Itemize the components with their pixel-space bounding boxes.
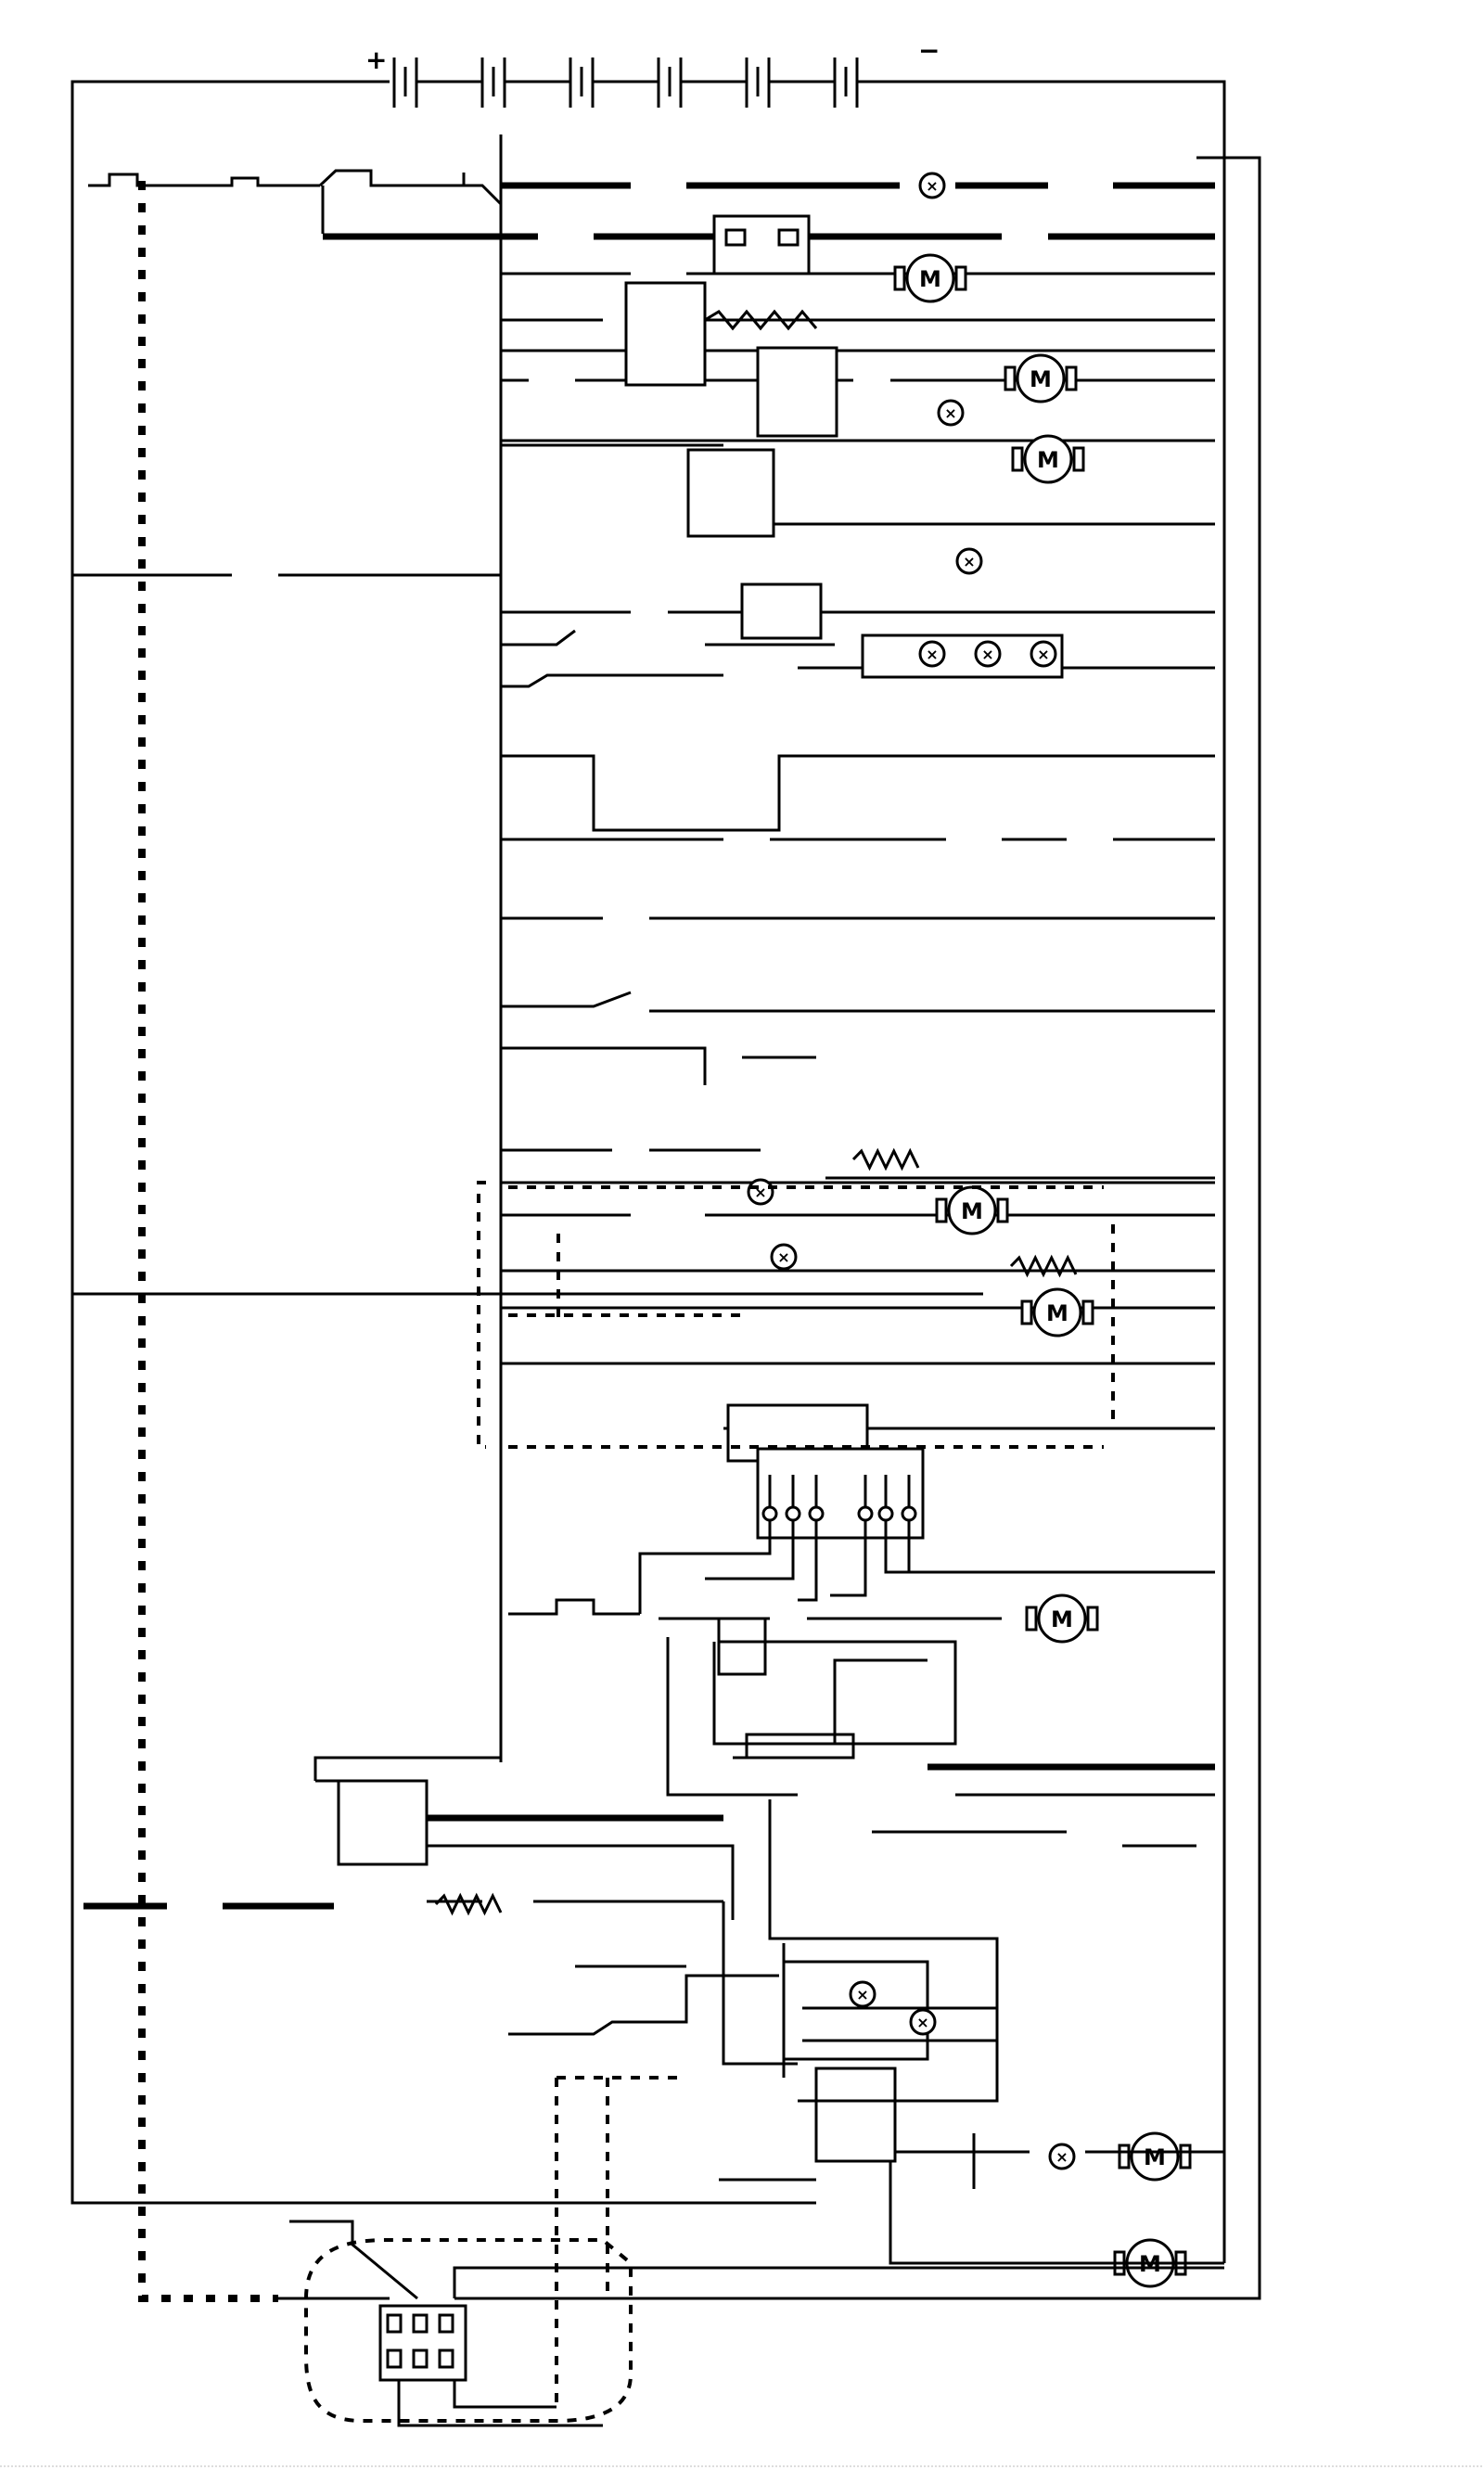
relay-boxes	[624, 281, 1064, 2163]
lamp-icon: ×	[918, 172, 946, 199]
lamp-icon: ×	[918, 640, 946, 668]
dashed-module	[477, 1181, 1115, 1449]
battery-cell	[833, 58, 923, 108]
resistor-icon	[704, 309, 818, 331]
battery-cell	[480, 58, 570, 108]
branch-wire	[501, 1148, 1215, 1180]
lamp-icon: ×	[1048, 2143, 1076, 2170]
lamp-icon: ×	[1030, 640, 1057, 668]
lamp-label: ×	[856, 1986, 868, 2003]
lamp-label: ×	[1055, 2148, 1068, 2166]
relay-box	[740, 582, 823, 640]
branch-wire	[501, 443, 1215, 526]
lamp-icon: ×	[909, 2008, 937, 2036]
resistor-icon	[1009, 1254, 1078, 1278]
lamp-label: ×	[777, 1248, 789, 1266]
terminal-contact	[857, 1505, 874, 1522]
battery-bank	[260, 58, 928, 108]
branch-wire	[501, 1046, 816, 1085]
lamp-label: ×	[963, 553, 975, 570]
lamp-label: ×	[926, 177, 938, 195]
motor-icon: M	[1025, 1593, 1099, 1644]
motor-label: M	[961, 1198, 983, 1224]
terminal-contact	[785, 1505, 801, 1522]
lower-control	[83, 1598, 1224, 2265]
lamp-icon: ×	[747, 1178, 774, 1206]
lamp-icon: ×	[937, 399, 965, 427]
battery-cell	[569, 58, 659, 108]
motor-label: M	[1051, 1606, 1073, 1632]
lamp-label: ×	[1037, 646, 1049, 663]
battery-negative-symbol: −	[918, 35, 940, 66]
lamp-icon: ×	[849, 1980, 876, 2008]
dotted-harness	[138, 181, 278, 2302]
bus-drop-wire	[313, 1756, 501, 1781]
branch-rows	[72, 318, 1215, 1822]
resistor-icon	[851, 1147, 920, 1171]
connector-assembly	[278, 2076, 1224, 2427]
motor-icon: M	[1118, 2131, 1192, 2182]
relay-top-contact-2	[777, 228, 800, 247]
branch-wire	[501, 991, 1215, 1013]
motor-icon: M	[1004, 353, 1078, 403]
battery-cell	[745, 58, 835, 108]
battery-cell	[392, 58, 482, 108]
relay-box	[814, 2067, 897, 2163]
relay-box	[624, 281, 707, 387]
motor-icon: M	[935, 1185, 1009, 1235]
terminal-contact	[877, 1505, 894, 1522]
branch-wire	[501, 754, 1215, 832]
motor-label: M	[1030, 366, 1052, 392]
terminal-contact	[761, 1505, 778, 1522]
terminal-contact	[808, 1505, 825, 1522]
motor-label: M	[919, 266, 941, 292]
lamp-label: ×	[926, 646, 938, 663]
relay-box	[756, 346, 838, 438]
terminal-contact	[901, 1505, 917, 1522]
battery-cell	[657, 58, 747, 108]
motor-icon: M	[1020, 1287, 1094, 1337]
relay-box	[717, 1617, 767, 1676]
motor-icon: M	[1011, 434, 1085, 484]
branch-wire	[501, 666, 1215, 688]
relay-top-contact-1	[724, 228, 747, 247]
motor-label: M	[1046, 1300, 1068, 1326]
lamp-icon: ×	[955, 547, 983, 575]
lamp-label: ×	[981, 646, 993, 663]
relay-box	[861, 633, 1064, 679]
motor-label: M	[1037, 447, 1059, 473]
lamp-icon: ×	[770, 1243, 798, 1271]
bottom-return-wire	[70, 1261, 816, 2205]
motor-icon: M	[893, 253, 967, 303]
lamps: × × × × × × × × × × ×	[747, 172, 1076, 2170]
lamp-label: ×	[916, 2014, 928, 2031]
lamp-label: ×	[944, 404, 956, 422]
terminal-block	[638, 1447, 1215, 1614]
lamp-icon: ×	[974, 640, 1002, 668]
main-power-row	[88, 134, 1215, 275]
relay-box	[782, 1960, 929, 2061]
page-bottom-rule	[0, 2465, 1484, 2467]
motor-label: M	[1144, 2144, 1166, 2170]
resistor-icon	[434, 1892, 503, 1916]
battery-positive-symbol: +	[365, 45, 387, 75]
relay-box	[686, 448, 775, 538]
